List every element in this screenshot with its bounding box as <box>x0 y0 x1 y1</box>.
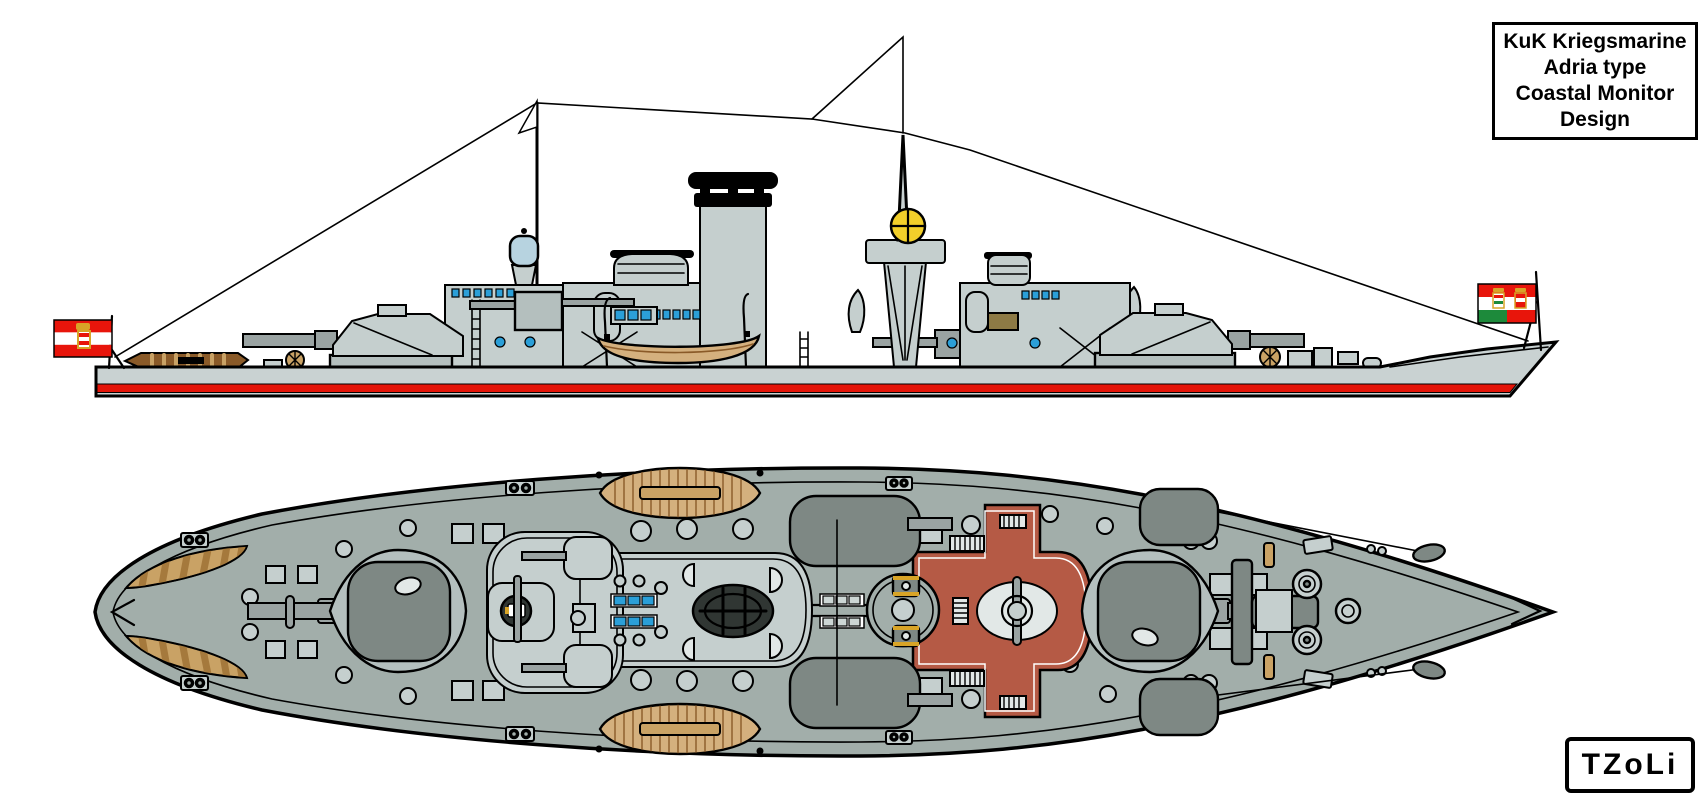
red-platform <box>911 503 1094 719</box>
pompom-gun-starboard <box>891 624 921 648</box>
secondary-gun-shield <box>513 290 564 332</box>
aft-cupola <box>987 254 1031 286</box>
pompom-gun-port <box>891 574 921 598</box>
title-line-4: Design <box>1559 108 1630 131</box>
small-searchlight-icon <box>508 234 540 268</box>
deck-edge-cleats <box>180 476 1387 745</box>
hungarian-shield-icon <box>1492 288 1505 309</box>
title-line-2: Adria type <box>1543 56 1647 79</box>
hull-side <box>94 340 1560 398</box>
funnel-top-plan <box>691 583 775 639</box>
foremast-pennant <box>517 98 538 135</box>
bridge-platform <box>486 531 624 694</box>
stern-ensign-flag <box>53 314 126 370</box>
title-line-3: Coastal Monitor <box>1515 82 1675 105</box>
skylight-gray-cluster <box>819 593 865 629</box>
grated-hatches <box>949 514 1027 710</box>
anchor-windlass <box>1230 542 1446 680</box>
anchor-plan <box>1412 660 1446 680</box>
ships-boat-side <box>596 292 761 369</box>
door <box>965 291 989 333</box>
austrian-shield-icon <box>1514 288 1527 309</box>
deck-ladder <box>799 288 866 368</box>
bollard <box>1263 654 1275 680</box>
stern-raft <box>122 352 250 369</box>
crown-icon <box>76 323 90 330</box>
sight-hood <box>1154 303 1184 316</box>
bow-jack-flag <box>1477 270 1543 352</box>
side-profile-view <box>53 35 1560 398</box>
aft-main-gun-barrel <box>242 333 320 348</box>
artist-signature: TZoLi <box>1565 737 1695 793</box>
funnel <box>688 172 778 369</box>
casemate-guns-midship <box>788 494 953 730</box>
forward-turret-side <box>1093 303 1305 370</box>
stern-chevron <box>109 598 136 627</box>
boat-plan-starboard <box>595 702 764 756</box>
rigging-lines <box>114 35 1529 358</box>
khaki-locker <box>987 312 1019 331</box>
forward-superstructure <box>444 228 635 369</box>
waterline-stripe <box>96 383 1519 393</box>
boat-plan-port <box>595 466 764 520</box>
bow-chevron <box>1510 596 1543 626</box>
cowl-vents <box>682 562 783 662</box>
deck-plan-view <box>93 466 1559 758</box>
deck-inner-line <box>112 481 1521 743</box>
bollard <box>1263 542 1275 568</box>
casemate-guns-bow <box>1138 487 1429 737</box>
davit-fin-aft <box>847 288 866 333</box>
anchor-plan <box>1412 543 1446 563</box>
wing-gun-starboard <box>563 644 613 688</box>
forward-turret-plan <box>1080 548 1299 674</box>
tower-platform-plan <box>836 519 941 706</box>
title-line-1: KuK Kriegsmarine <box>1503 30 1687 53</box>
skylight-blue-cluster <box>610 574 668 647</box>
sight-hood <box>377 304 407 317</box>
title-box: KuK Kriegsmarine Adria type Coastal Moni… <box>1492 22 1698 140</box>
funnel-cap <box>688 172 778 189</box>
aft-turret-plan <box>247 548 468 674</box>
fwd-main-gun-barrel <box>1247 333 1305 348</box>
skylight-box-side <box>610 306 658 325</box>
wing-gun-port <box>563 536 613 580</box>
signature-text: TZoLi <box>1581 748 1679 781</box>
secondary-gun-barrel <box>469 300 517 310</box>
main-tower-mast <box>865 134 962 368</box>
conning-cupola <box>613 253 689 286</box>
